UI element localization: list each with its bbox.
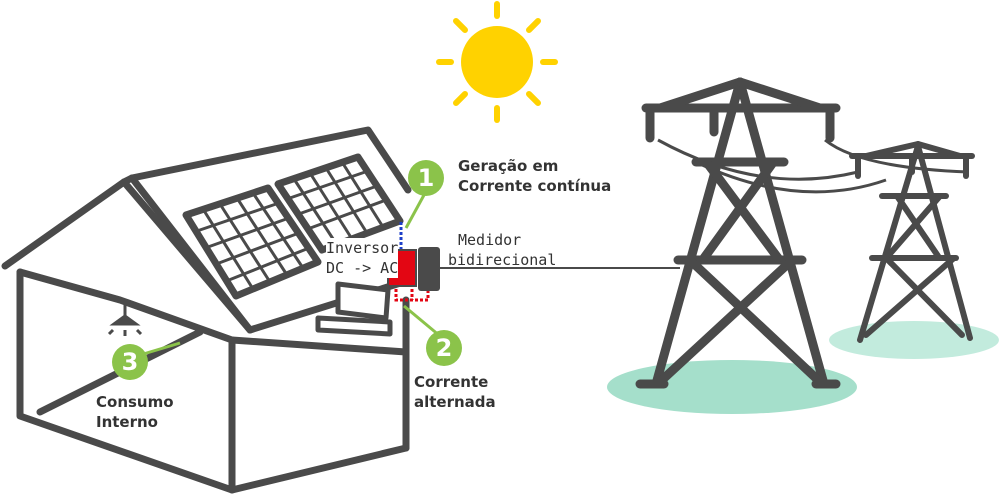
solar-panel-left <box>182 184 322 300</box>
step-3-badge: 3 <box>112 344 148 380</box>
step-2-label-line1: Corrente <box>414 373 489 391</box>
step-1-label: Geração em Corrente contínua <box>458 156 611 196</box>
inverter-label-line2: DC -> AC <box>326 259 399 277</box>
step-2-label-line2: alternada <box>414 393 496 411</box>
far-ground-shadow <box>829 321 999 359</box>
step-1-label-line1: Geração em <box>458 157 559 175</box>
step-3-label-line2: Interno <box>96 413 158 431</box>
step-3-label-line1: Consumo <box>96 393 174 411</box>
meter-box <box>418 247 440 291</box>
inverter-label-line1: Inversor <box>326 239 399 257</box>
ceiling-lamp-icon <box>107 300 143 336</box>
step-3-label: Consumo Interno <box>96 392 174 432</box>
step-1-label-line2: Corrente contínua <box>458 177 612 195</box>
step-2-badge: 2 <box>426 330 462 366</box>
meter-label-line2: bidirecional <box>448 251 557 269</box>
solar-panel-right <box>274 153 404 254</box>
inverter-label: Inversor DC -> AC <box>326 238 399 278</box>
meter-label: Medidor bidirecional <box>448 230 556 270</box>
transmission-tower-icon <box>849 141 975 343</box>
sun-icon <box>436 1 558 123</box>
monitor-icon <box>315 281 393 337</box>
step-1-badge: 1 <box>408 160 444 196</box>
meter-label-line1: Medidor <box>458 231 522 249</box>
step-2-label: Corrente alternada <box>414 372 496 412</box>
transmission-tower-icon <box>635 77 841 389</box>
